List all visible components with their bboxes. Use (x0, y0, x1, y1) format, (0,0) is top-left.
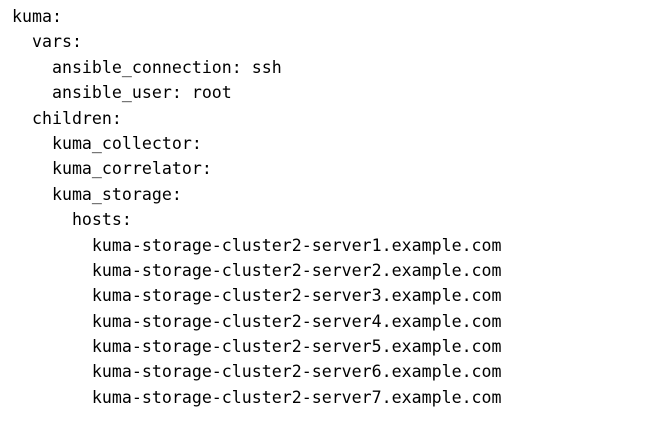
code-line: vars: (12, 32, 82, 52)
code-line: kuma-storage-cluster2-server4.example.co… (12, 311, 502, 331)
code-line: ansible_user: root (12, 83, 232, 103)
code-line: kuma-storage-cluster2-server7.example.co… (12, 387, 502, 407)
code-line: kuma-storage-cluster2-server3.example.co… (12, 286, 502, 306)
code-line: kuma: (12, 7, 62, 26)
code-line: kuma_storage: (12, 184, 182, 204)
code-line: kuma-storage-cluster2-server1.example.co… (12, 235, 502, 255)
code-line: hosts: (12, 210, 132, 230)
code-line: kuma-storage-cluster2-server2.example.co… (12, 260, 502, 280)
code-line: kuma_correlator: (12, 159, 212, 179)
code-line: kuma-storage-cluster2-server5.example.co… (12, 337, 502, 357)
code-line: children: (12, 108, 122, 128)
code-line: ansible_connection: ssh (12, 57, 282, 77)
code-line: kuma_collector: (12, 133, 202, 153)
code-line: kuma-storage-cluster2-server6.example.co… (12, 362, 502, 382)
